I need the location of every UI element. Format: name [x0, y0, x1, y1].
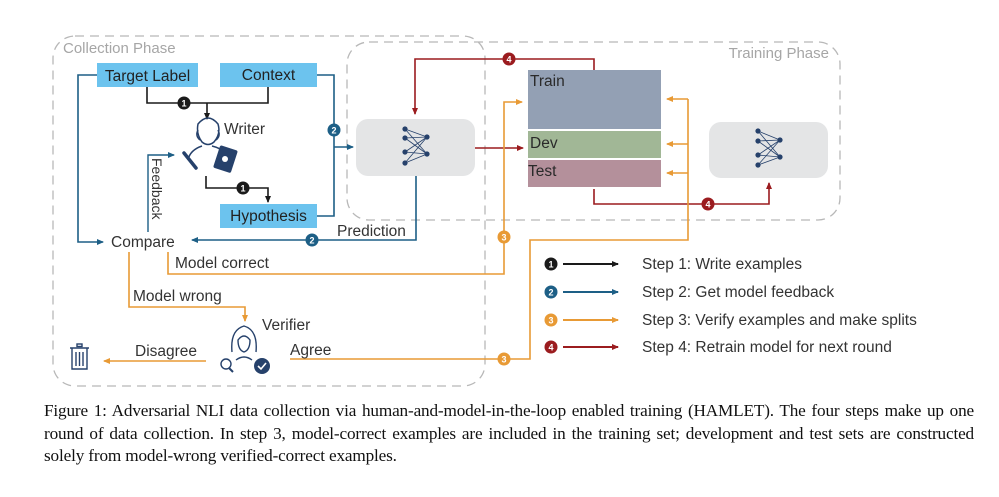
svg-text:1: 1 — [548, 260, 553, 270]
legend-label: Step 2: Get model feedback — [642, 284, 834, 301]
svg-text:3: 3 — [548, 316, 553, 326]
test-split-box: Test — [528, 160, 661, 187]
model-correct-label: Model correct — [175, 255, 270, 272]
step-marker-2: 2 — [327, 123, 341, 137]
svg-text:2: 2 — [331, 126, 336, 136]
figure-caption: Figure 1: Adversarial NLI data collectio… — [44, 401, 974, 465]
writer-person-icon — [182, 117, 238, 173]
svg-text:3: 3 — [501, 355, 506, 365]
hypothesis-text: Hypothesis — [230, 208, 307, 225]
svg-text:1: 1 — [240, 184, 245, 194]
writer-label: Writer — [224, 121, 265, 138]
step-marker-3: 3 — [497, 352, 511, 366]
svg-text:3: 3 — [501, 233, 506, 243]
svg-text:1: 1 — [181, 99, 186, 109]
test-label: Test — [528, 163, 557, 180]
legend-item-step-2: 2 Step 2: Get model feedback — [544, 284, 834, 301]
legend: 1 Step 1: Write examples 2 Step 2: Get m… — [544, 256, 917, 356]
step-marker-4: 4 — [701, 197, 715, 211]
model-wrong-to-verifier-arrow — [128, 252, 248, 322]
prediction-label: Prediction — [337, 223, 406, 240]
legend-label: Step 1: Write examples — [642, 256, 802, 273]
step1-merge-line — [146, 87, 269, 104]
step-marker-3: 3 — [497, 230, 511, 244]
collection-phase-label: Collection Phase — [63, 40, 176, 57]
feedback-arrow — [147, 152, 175, 232]
legend-label: Step 3: Verify examples and make splits — [642, 312, 917, 329]
collection-phase-region — [52, 35, 486, 387]
feedback-label: Feedback — [149, 158, 165, 220]
context-text: Context — [242, 67, 296, 84]
hypothesis-box: Hypothesis — [220, 204, 317, 228]
svg-text:4: 4 — [548, 343, 553, 353]
disagree-label: Disagree — [135, 343, 197, 360]
training-phase-label: Training Phase — [729, 45, 829, 62]
step-marker-1: 1 — [236, 181, 250, 195]
neural-network-icon — [755, 128, 783, 168]
svg-text:2: 2 — [309, 236, 314, 246]
model-correct-to-train-arrow — [167, 99, 523, 275]
test-to-new-model-arrow — [593, 182, 772, 205]
compare-label: Compare — [111, 234, 175, 251]
train-split-box: Train — [528, 70, 661, 129]
legend-label: Step 4: Retrain model for next round — [642, 339, 892, 356]
step-marker-1: 1 — [177, 96, 191, 110]
target-label-box: Target Label — [97, 63, 198, 87]
agree-label: Agree — [290, 342, 331, 359]
target-label-text: Target Label — [105, 68, 190, 85]
context-hypothesis-bracket — [317, 74, 335, 217]
dev-label: Dev — [530, 135, 558, 152]
svg-text:4: 4 — [506, 55, 511, 65]
step-marker-4: 4 — [502, 52, 516, 66]
neural-network-icon — [402, 126, 430, 166]
svg-text:2: 2 — [548, 288, 553, 298]
trash-icon — [70, 343, 89, 370]
dev-split-box: Dev — [528, 131, 661, 158]
train-label: Train — [530, 73, 565, 90]
agree-to-splits-line — [290, 99, 689, 360]
verifier-label: Verifier — [262, 317, 310, 334]
model-wrong-label: Model wrong — [133, 288, 222, 305]
legend-item-step-4: 4 Step 4: Retrain model for next round — [544, 339, 892, 356]
collection-model-box — [356, 119, 475, 176]
step-marker-2: 2 — [305, 233, 319, 247]
prediction-arrow — [191, 176, 417, 243]
verifier-person-icon — [220, 325, 270, 374]
training-model-box — [709, 122, 828, 178]
target-label-to-compare-arrow — [77, 74, 104, 245]
svg-text:4: 4 — [705, 200, 710, 210]
context-box: Context — [220, 63, 317, 87]
legend-item-step-1: 1 Step 1: Write examples — [544, 256, 802, 273]
training-phase-region — [346, 41, 841, 221]
hamlet-diagram: Collection Phase Training Phase Target L… — [52, 35, 917, 387]
legend-item-step-3: 3 Step 3: Verify examples and make split… — [544, 312, 917, 329]
